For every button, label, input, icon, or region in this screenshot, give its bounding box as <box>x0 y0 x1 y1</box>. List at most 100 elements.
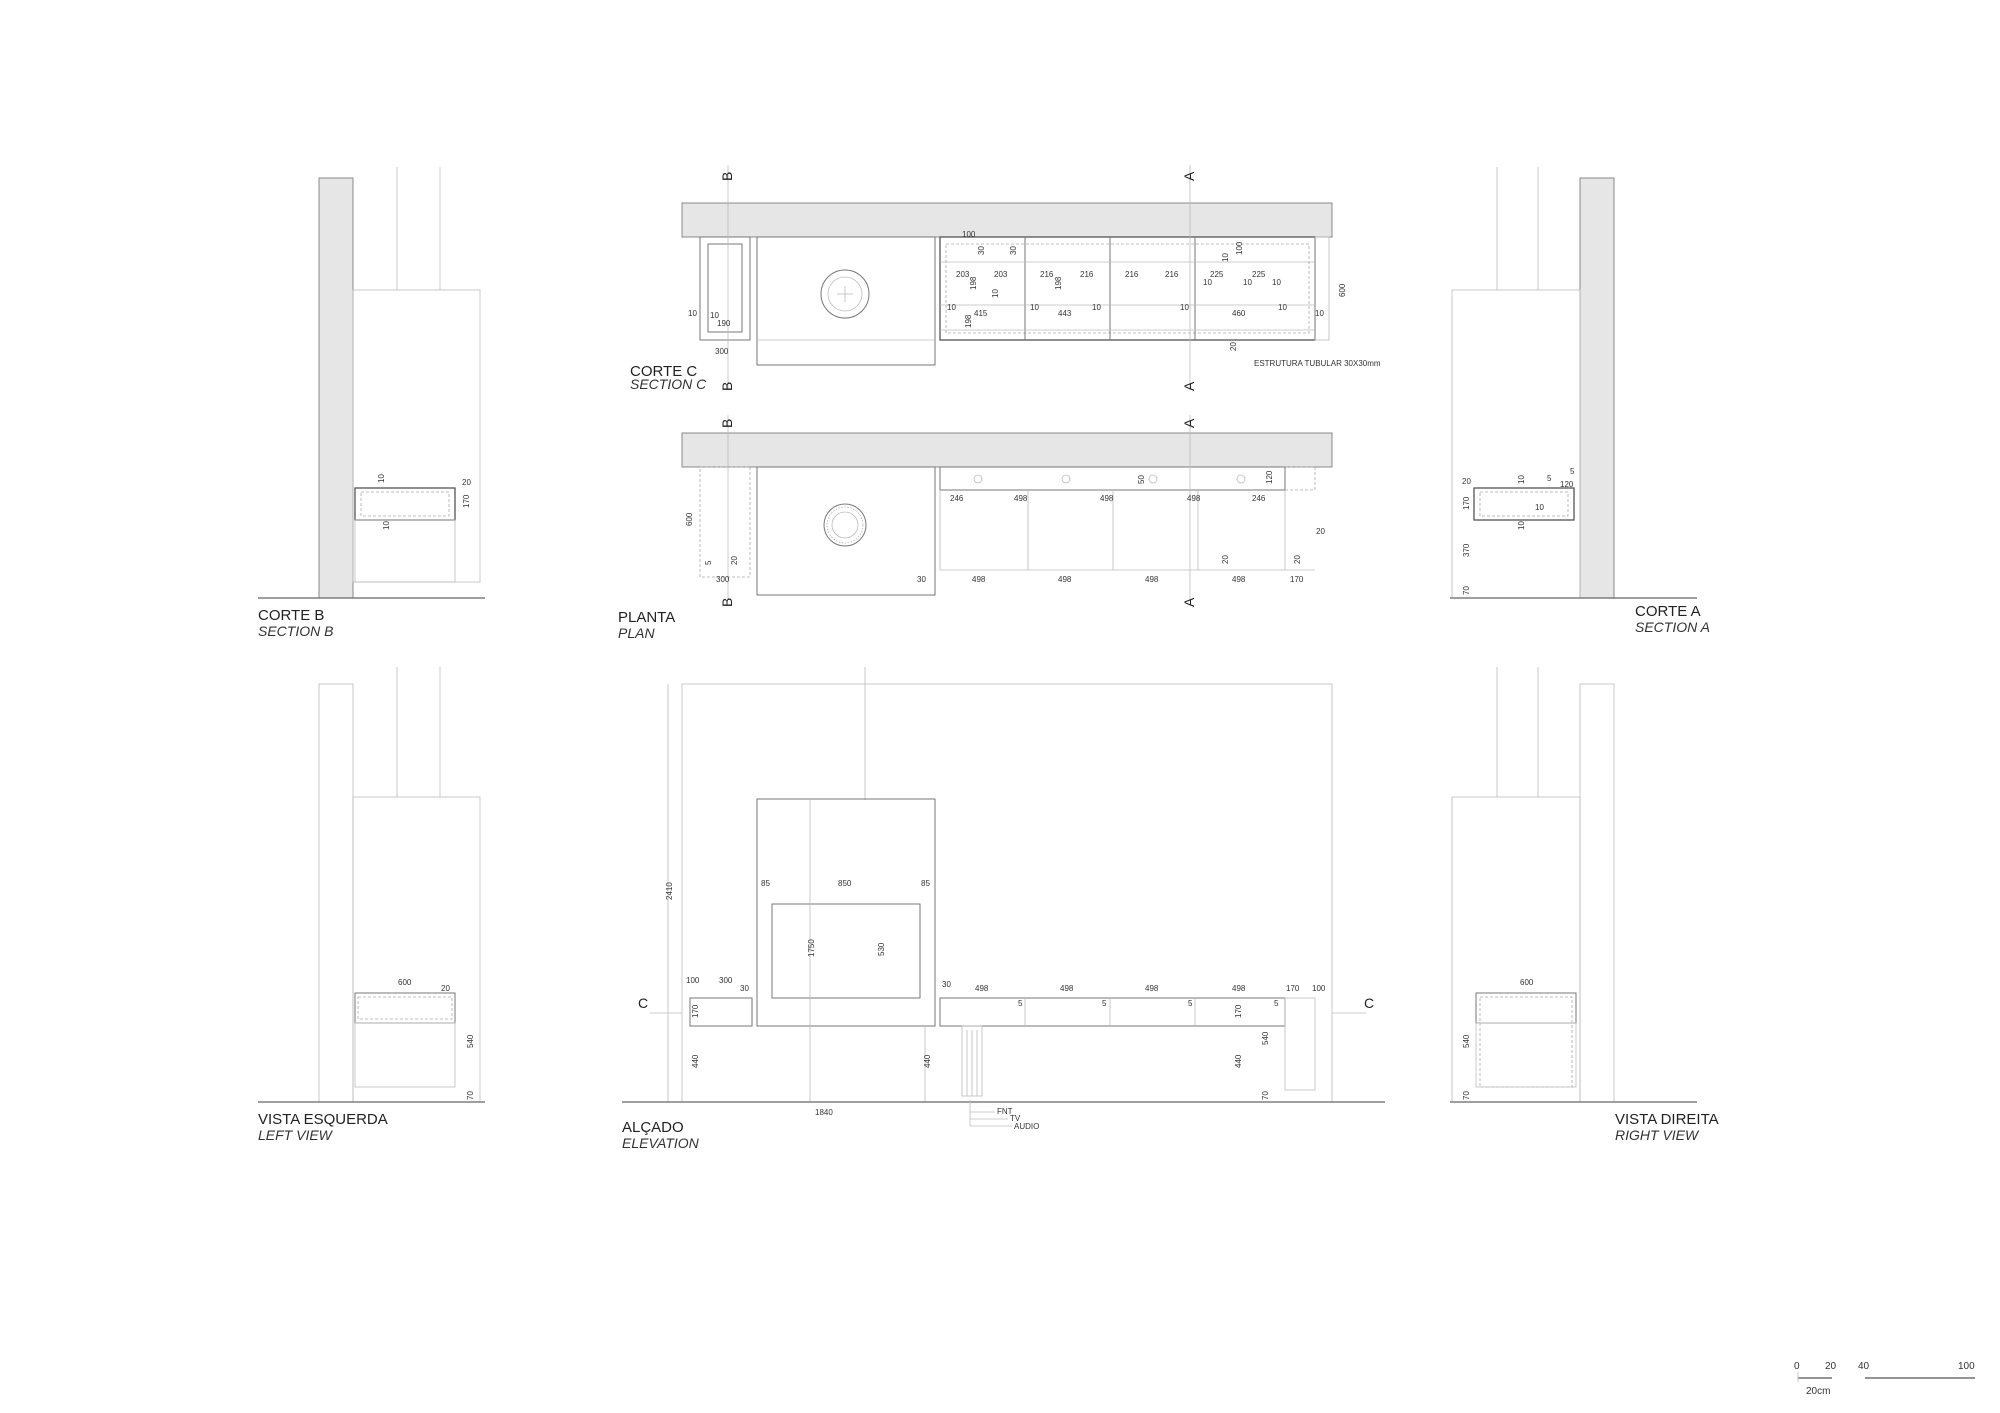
dimension-label: 20 <box>1293 555 1302 564</box>
dimension-label: 2410 <box>665 882 674 900</box>
dimension-label: 600 <box>685 512 694 526</box>
dimension-label: 10 <box>1315 309 1324 318</box>
dimension-label: 600 <box>398 978 412 987</box>
tv-label: TV <box>1010 1114 1021 1123</box>
dimension-label: 120 <box>1560 480 1574 489</box>
dimension-label: 10 <box>947 303 956 312</box>
left-view: 600 20 540 70 VISTA ESQUERDA LEFT VIEW <box>258 667 485 1143</box>
dimension-label: 225 <box>1210 270 1224 279</box>
dimension-label: 70 <box>1261 1091 1270 1100</box>
dimension-label: 170 <box>1234 1004 1243 1018</box>
dimension-label: 246 <box>950 494 964 503</box>
cut-marker-a: A <box>1181 597 1197 607</box>
dimension-label: 440 <box>691 1054 700 1068</box>
dimension-label: 20 <box>1316 527 1325 536</box>
dimension-label: 300 <box>715 347 729 356</box>
dimension-label: 440 <box>1234 1054 1243 1068</box>
dimension-label: 10 <box>1278 303 1287 312</box>
dimension-label: 5 <box>1188 999 1193 1008</box>
dimension-label: 10 <box>1180 303 1189 312</box>
section-c-view: B A B A 100 30 30 100 10 203 203 198 10 … <box>630 165 1381 392</box>
elevation-subtitle: ELEVATION <box>622 1135 700 1151</box>
dimension-label: 246 <box>1252 494 1266 503</box>
left-view-title: VISTA ESQUERDA <box>258 1111 388 1128</box>
dimension-label: 540 <box>1462 1034 1471 1048</box>
section-c-title: CORTE C <box>630 363 697 380</box>
scale-tick: 100 <box>1958 1361 1975 1372</box>
plan-view: B A B A 600 5 20 300 30 246 498 498 498 … <box>618 415 1333 641</box>
cut-marker-c: C <box>638 995 648 1011</box>
dimension-label: 1840 <box>815 1108 833 1117</box>
section-b-view: 10 20 170 10 CORTE B SECTION B <box>258 167 485 639</box>
fnt-label: FNT <box>997 1107 1013 1116</box>
dimension-label: 30 <box>977 246 986 255</box>
dimension-label: 5 <box>1274 999 1279 1008</box>
structure-note: ESTRUTURA TUBULAR 30X30mm <box>1254 359 1381 368</box>
elevation-title: ALÇADO <box>622 1119 684 1136</box>
section-c-subtitle: SECTION C <box>630 376 707 392</box>
dimension-label: 10 <box>688 309 697 318</box>
dimension-label: 498 <box>1145 575 1159 584</box>
cut-marker-b: B <box>719 419 735 428</box>
dimension-label: 216 <box>1125 270 1139 279</box>
dimension-label: 10 <box>1030 303 1039 312</box>
dimension-label: 190 <box>717 319 731 328</box>
dimension-label: 370 <box>1462 543 1471 557</box>
dimension-label: 170 <box>1290 575 1304 584</box>
dimension-label: 443 <box>1058 309 1072 318</box>
dimension-label: 498 <box>972 575 986 584</box>
section-a-title: CORTE A <box>1635 603 1701 620</box>
plan-subtitle: PLAN <box>618 625 655 641</box>
dimension-label: 70 <box>1462 586 1471 595</box>
dimension-label: 30 <box>740 984 749 993</box>
scale-tick: 0 <box>1794 1361 1800 1372</box>
scale-tick: 40 <box>1858 1361 1870 1372</box>
right-view-title: VISTA DIREITA <box>1615 1111 1719 1128</box>
section-b-subtitle: SECTION B <box>258 623 333 639</box>
dimension-label: 225 <box>1252 270 1266 279</box>
scale-unit: 20cm <box>1806 1386 1830 1397</box>
dimension-label: 170 <box>1286 984 1300 993</box>
dimension-label: 20 <box>1221 555 1230 564</box>
dimension-label: 10 <box>382 521 391 530</box>
dimension-label: 198 <box>969 276 978 290</box>
audio-label: AUDIO <box>1014 1122 1039 1131</box>
dimension-label: 540 <box>1261 1031 1270 1045</box>
dimension-label: 30 <box>942 980 951 989</box>
scale-bar: 0 20 40 100 20cm <box>1794 1361 1975 1397</box>
dimension-label: 10 <box>1535 503 1544 512</box>
dimension-label: 216 <box>1040 270 1054 279</box>
dimension-label: 198 <box>1054 276 1063 290</box>
dimension-label: 300 <box>716 575 730 584</box>
dimension-label: 10 <box>1221 253 1230 262</box>
dimension-label: 440 <box>923 1054 932 1068</box>
scale-tick: 20 <box>1825 1361 1837 1372</box>
dimension-label: 85 <box>761 879 770 888</box>
cut-marker-b: B <box>719 172 735 181</box>
dimension-label: 498 <box>975 984 989 993</box>
dimension-label: 10 <box>1517 521 1526 530</box>
dimension-label: 100 <box>1312 984 1326 993</box>
dimension-label: 70 <box>1462 1091 1471 1100</box>
elevation-view: C C 2410 85 850 85 1750 530 100 300 30 3… <box>622 667 1385 1151</box>
dimension-label: 498 <box>1100 494 1114 503</box>
dimension-label: 10 <box>710 311 719 320</box>
dimension-label: 170 <box>691 1004 700 1018</box>
dimension-label: 30 <box>917 575 926 584</box>
plan-title: PLANTA <box>618 609 675 626</box>
dimension-label: 498 <box>1187 494 1201 503</box>
dimension-label: 5 <box>1018 999 1023 1008</box>
right-view: 600 540 70 VISTA DIREITA RIGHT VIEW <box>1450 667 1719 1143</box>
dimension-label: 10 <box>1092 303 1101 312</box>
dimension-label: 198 <box>964 314 973 328</box>
right-view-subtitle: RIGHT VIEW <box>1615 1127 1700 1143</box>
dimension-label: 5 <box>1570 467 1575 476</box>
cut-marker-b: B <box>719 382 735 391</box>
dimension-label: 10 <box>1517 475 1526 484</box>
dimension-label: 498 <box>1058 575 1072 584</box>
dimension-label: 600 <box>1338 283 1347 297</box>
dimension-label: 10 <box>1243 278 1252 287</box>
dimension-label: 20 <box>1229 342 1238 351</box>
dimension-label: 498 <box>1145 984 1159 993</box>
dimension-label: 20 <box>730 556 739 565</box>
